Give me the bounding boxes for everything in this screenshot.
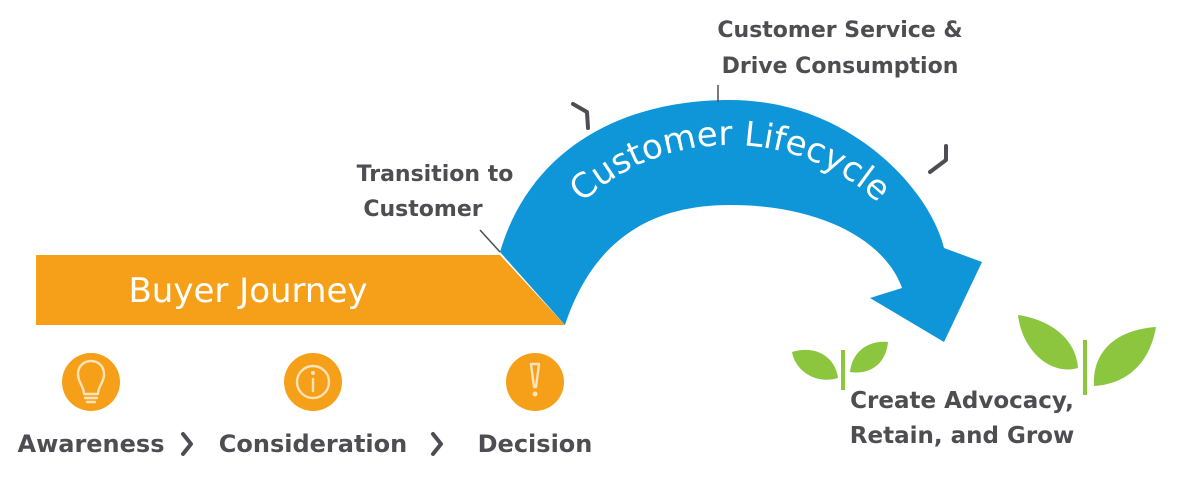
- info-icon: [295, 364, 331, 400]
- stage-label-decision: Decision: [478, 430, 593, 458]
- arc-chevron-right: [928, 144, 948, 174]
- arc-chevron-left: [571, 102, 590, 130]
- stage-label-awareness: Awareness: [18, 430, 165, 458]
- leaf-icon: [792, 349, 838, 380]
- leaf-group-left: [792, 341, 888, 390]
- buyer-journey-banner: [36, 255, 565, 325]
- leaf-icon: [1018, 315, 1078, 370]
- decision-stage-icon: [506, 353, 564, 411]
- stage-label-consideration: Consideration: [219, 430, 407, 458]
- exclamation-icon: [529, 362, 541, 397]
- buyer-journey-label: Buyer Journey: [128, 271, 367, 311]
- stage-separator-chevron: [181, 432, 193, 456]
- advocacy-callout-line2: Retain, and Grow: [850, 423, 1074, 449]
- stage-separator-chevron: [431, 432, 443, 456]
- leaf-icon: [850, 341, 888, 373]
- consideration-stage-icon: [284, 353, 342, 411]
- leaf-group-right: [1018, 315, 1156, 395]
- transition-callout-line2: Customer: [363, 197, 482, 222]
- transition-callout-line1: Transition to: [357, 162, 514, 187]
- service-callout-line2: Drive Consumption: [722, 54, 959, 79]
- service-callout-line1: Customer Service &: [717, 18, 962, 43]
- awareness-stage-icon: [62, 353, 120, 411]
- lightbulb-icon: [76, 359, 106, 404]
- advocacy-callout-line1: Create Advocacy,: [850, 388, 1074, 414]
- transition-callout-leader: [479, 229, 501, 253]
- leaf-icon: [1093, 327, 1156, 386]
- customer-lifecycle-arc: [500, 100, 982, 342]
